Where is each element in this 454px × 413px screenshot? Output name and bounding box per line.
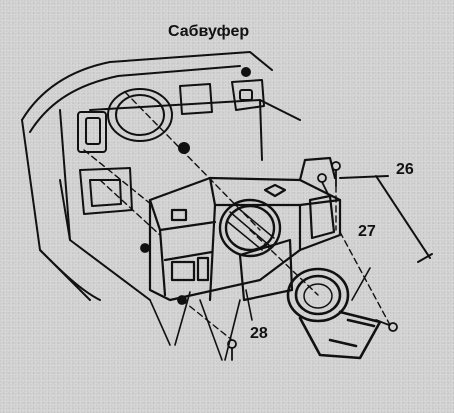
assembly-callout-bracket bbox=[339, 175, 433, 301]
fastener-leader-lines bbox=[149, 289, 253, 361]
callout-26: 26 bbox=[396, 161, 414, 178]
alignment-guide-lines bbox=[83, 91, 391, 341]
callout-28: 28 bbox=[250, 325, 268, 342]
speaker-trim-ring bbox=[286, 267, 382, 360]
diagram-title: Сабвуфер bbox=[168, 23, 250, 40]
callout-27: 27 bbox=[358, 223, 376, 240]
vehicle-body-outline bbox=[21, 51, 301, 301]
subwoofer-enclosure bbox=[148, 156, 342, 302]
speaker-opening bbox=[218, 198, 282, 258]
